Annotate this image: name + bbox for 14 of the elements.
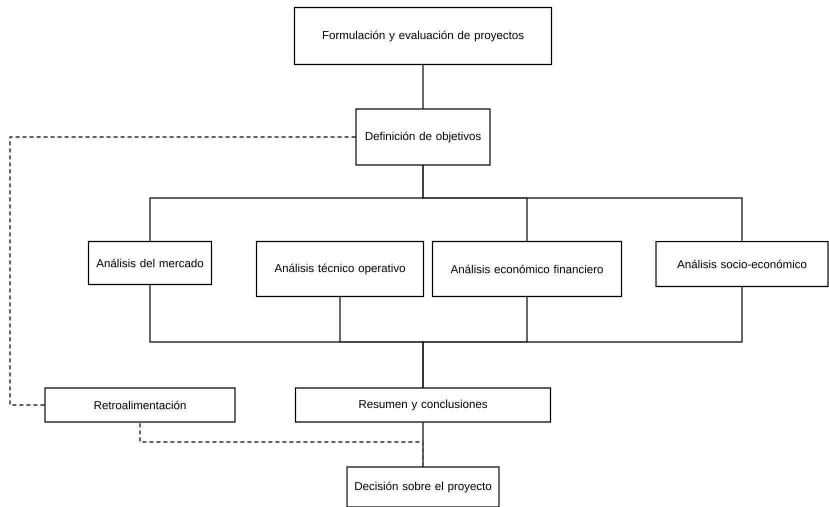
process-box: Análisis económico financiero <box>432 240 622 298</box>
feedback-line <box>9 136 356 406</box>
process-box: Análisis socio-económico <box>655 240 829 288</box>
process-box: Análisis del mercado <box>88 240 212 286</box>
feedback-line <box>139 422 424 466</box>
process-box: Decisión sobre el proyecto <box>346 466 500 507</box>
process-box: Resumen y conclusiones <box>294 387 552 423</box>
connector-line <box>422 65 424 108</box>
process-box: Retroalimentación <box>44 387 236 423</box>
process-box: Análisis técnico operativo <box>256 240 424 298</box>
connector-line <box>422 287 743 388</box>
process-box: Formulación y evaluación de proyectos <box>294 6 552 66</box>
process-box: Definición de objetivos <box>355 108 491 166</box>
connector-line <box>422 166 743 241</box>
